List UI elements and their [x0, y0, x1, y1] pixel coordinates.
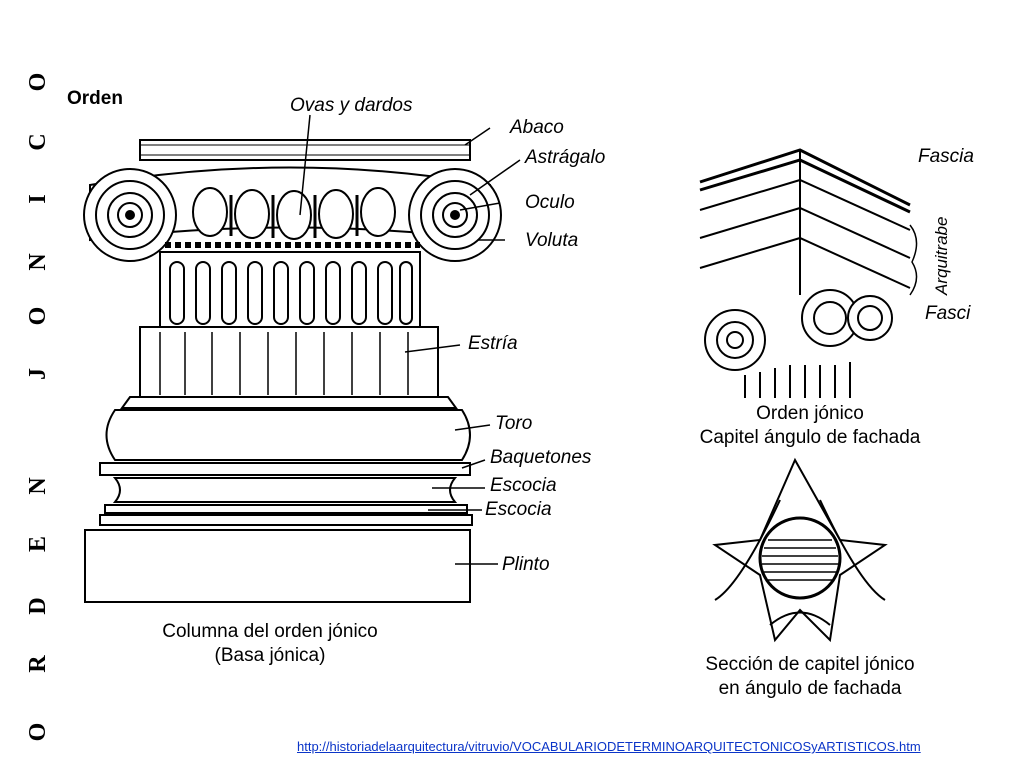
left-volute: [83, 168, 177, 262]
torus: [105, 409, 471, 461]
label-fascia-bottom: Fasci: [925, 303, 971, 324]
label-astragalo: Astrágalo: [525, 147, 606, 168]
abacus: [139, 139, 471, 161]
baquetones: [99, 462, 471, 476]
diagram-title: Orden: [67, 88, 123, 109]
label-ovas-y-dardos: Ovas y dardos: [290, 95, 413, 116]
right-volute: [408, 168, 502, 262]
capital-section: [712, 457, 888, 643]
corner-capital-elevation: [699, 148, 918, 398]
section-caption-line1: Sección de capitel jónico: [705, 654, 915, 675]
label-toro: Toro: [495, 413, 533, 434]
label-baquetones: Baquetones: [490, 447, 592, 468]
label-oculo: Oculo: [525, 192, 575, 213]
label-abaco: Abaco: [510, 117, 564, 138]
plinth: [84, 529, 471, 603]
shaft-section: [758, 516, 842, 600]
lower-shaft: [139, 326, 439, 398]
column-caption-line2: (Basa jónica): [214, 645, 326, 666]
column-caption-line1: Columna del orden jónico: [162, 621, 378, 642]
scotia: [112, 477, 458, 503]
section-caption: Sección de capitel jónico en ángulo de f…: [670, 653, 950, 701]
upper-flutes: [169, 261, 413, 325]
corner-caption: Orden jónico Capitel ángulo de fachada: [670, 402, 950, 450]
corner-caption-line2: Capitel ángulo de fachada: [699, 427, 921, 448]
column-caption: Columna del orden jónico (Basa jónica): [130, 620, 410, 668]
leader-lines: [299, 114, 521, 565]
label-arquitrabe: Arquitrabe: [932, 216, 951, 295]
label-estria: Estría: [468, 333, 518, 354]
label-escocia-2: Escocia: [485, 499, 552, 520]
corner-caption-line1: Orden jónico: [756, 403, 864, 424]
label-fascia-top: Fascia: [918, 146, 974, 167]
lower-flutes: [159, 332, 409, 395]
section-caption-line2: en ángulo de fachada: [718, 678, 902, 699]
egg-and-dart: [192, 187, 396, 240]
upper-shaft: [159, 251, 421, 328]
label-plinto: Plinto: [502, 554, 550, 575]
label-escocia-1: Escocia: [490, 475, 557, 496]
source-link[interactable]: http://historiadelaarquitectura/vitruvio…: [297, 739, 921, 754]
label-voluta: Voluta: [525, 230, 579, 251]
